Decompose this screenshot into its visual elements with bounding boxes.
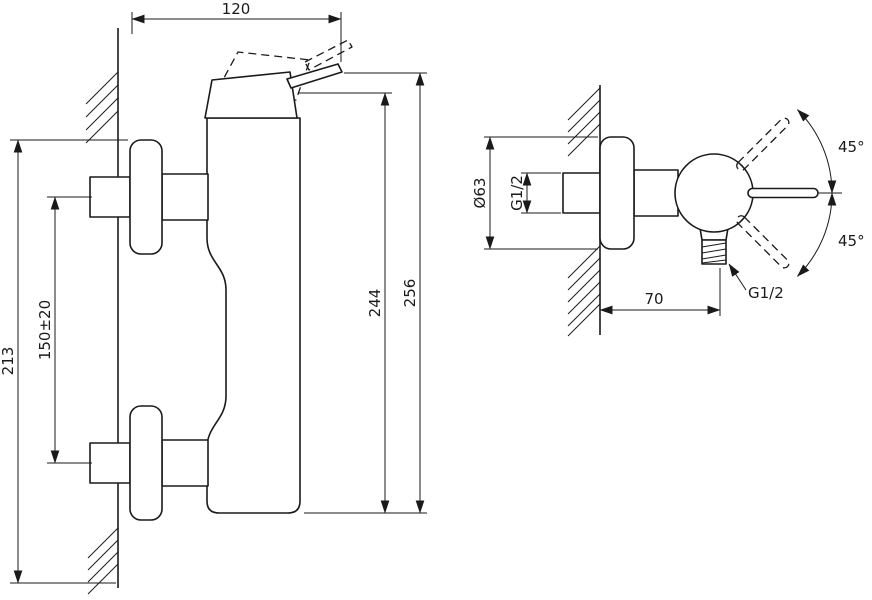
handle-solid xyxy=(747,187,819,199)
dimension-label-wall-offset: 70 xyxy=(644,290,663,308)
outlet-leader-line xyxy=(728,263,747,291)
escutcheon-flange-profile xyxy=(599,136,635,250)
mounting-connector-lower xyxy=(161,439,209,487)
wall-hatching-profile-bottom xyxy=(567,245,601,337)
wall-inlet-stub-profile xyxy=(562,172,601,214)
handle-phantom-down xyxy=(736,215,790,269)
outlet-assembly xyxy=(699,227,729,265)
dimension-244: 244 xyxy=(298,92,392,514)
mounting-connector-upper xyxy=(161,173,209,221)
wall-hatching-profile-top xyxy=(567,87,601,157)
dimension-label-outlet-thread: G1/2 xyxy=(748,284,784,302)
upper-mount xyxy=(89,139,209,255)
wall-inlet-stub-upper xyxy=(89,176,131,218)
mixer-cartridge-cap xyxy=(204,71,298,119)
outlet-thread-hatching xyxy=(701,242,727,264)
dimension-outlet-thread: G1/2 xyxy=(728,263,784,302)
dimension-flange-diameter: Ø63 xyxy=(471,136,598,250)
faucet-body xyxy=(206,117,301,514)
dimension-label-inlet-thread: G1/2 xyxy=(508,175,526,211)
dimension-wall-offset: 70 xyxy=(599,268,721,316)
dimension-label-overall-height: 256 xyxy=(401,279,419,308)
dimension-label-body-height: 244 xyxy=(366,289,384,318)
dimension-label-left-height: 213 xyxy=(0,347,17,376)
wall-hatching-top xyxy=(85,71,119,144)
wall-inlet-stub-lower xyxy=(89,442,131,484)
dimension-inlet-thread: G1/2 xyxy=(508,172,561,214)
dimension-120: 120 xyxy=(131,0,342,62)
handle-lever xyxy=(286,63,343,89)
wall-hatching-bottom xyxy=(87,527,119,595)
dimension-label-angle-up: 45° xyxy=(838,138,865,156)
handle-lever-raised-phantom xyxy=(304,39,353,71)
dimension-label-angle-down: 45° xyxy=(838,232,865,250)
angle-arc-up xyxy=(797,109,837,194)
escutcheon-flange-lower xyxy=(129,405,163,521)
mounting-connector-profile xyxy=(633,169,679,217)
dimension-label-flange-diameter: Ø63 xyxy=(471,178,489,209)
dimension-label-inlet-spacing: 150±20 xyxy=(36,300,54,360)
dimension-handle-angles: 45° 45° xyxy=(797,109,865,277)
dimension-inlet-spacing: 150±20 xyxy=(36,196,92,464)
lower-mount xyxy=(89,405,209,521)
dimension-256: 256 xyxy=(304,72,427,514)
dimension-213: 213 xyxy=(0,139,128,584)
valve-body xyxy=(674,153,754,233)
profile-view: 45° 45° Ø63 G1/2 70 G1/2 xyxy=(471,85,865,337)
dimension-label-width: 120 xyxy=(222,0,251,18)
handle-phantom-up xyxy=(736,117,790,171)
side-view: 120 244 256 213 150±20 xyxy=(0,0,427,595)
escutcheon-flange-upper xyxy=(129,139,163,255)
angle-arc-down xyxy=(797,192,837,277)
